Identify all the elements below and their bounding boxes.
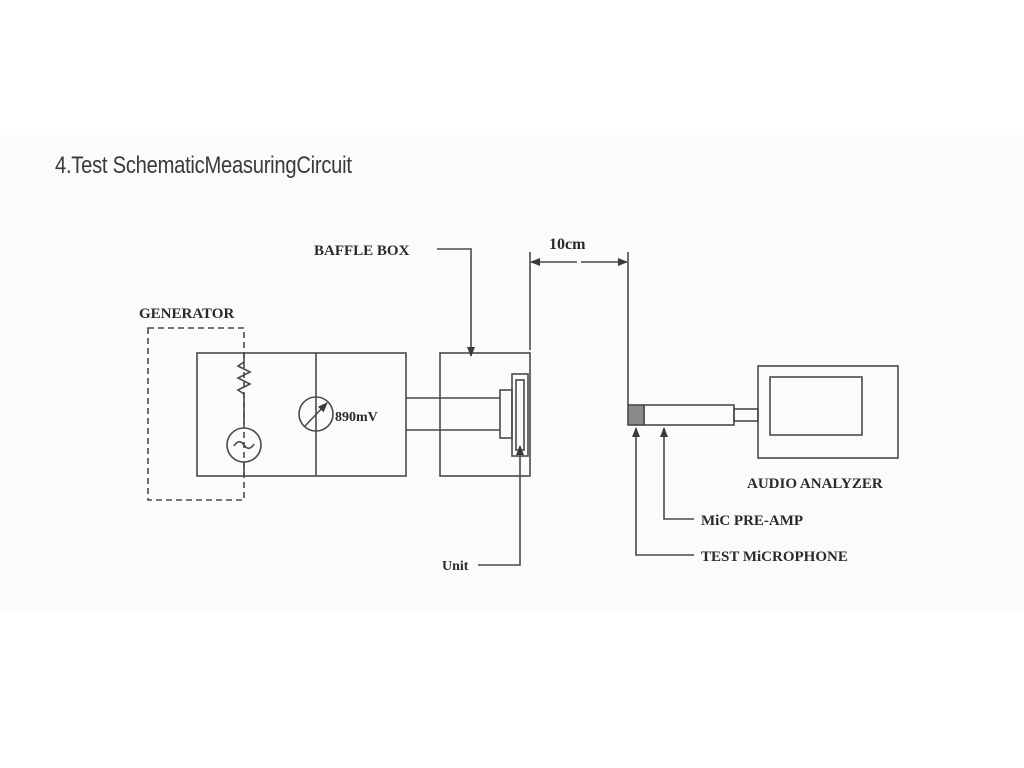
baffle-box-pointer [437, 248, 475, 357]
test-microphone-pointer [632, 427, 694, 556]
voltmeter-needle [304, 402, 328, 427]
distance-label: 10cm [549, 236, 586, 253]
mic-preamp-body [643, 404, 735, 426]
speaker-cone [511, 373, 529, 457]
sine-wave-glyph [233, 440, 255, 450]
diagram-background [0, 135, 1024, 610]
audio-analyzer-label: AUDIO ANALYZER [747, 476, 883, 492]
test-microphone-capsule [627, 404, 645, 426]
speaker-magnet [499, 389, 513, 439]
unit-label: Unit [442, 559, 469, 574]
mic-preamp-label: MiC PRE-AMP [701, 513, 803, 529]
baffle-box [439, 352, 531, 477]
voltmeter-icon [298, 396, 334, 432]
generator-label: GENERATOR [139, 306, 234, 322]
page-title: 4.Test SchematicMeasuringCircuit [55, 152, 352, 179]
resistor-icon [236, 353, 252, 424]
voltage-label: 890mV [335, 410, 378, 425]
baffle-box-label: BAFFLE BOX [314, 243, 410, 259]
speaker-inner [515, 379, 525, 451]
unit-pointer [478, 445, 524, 566]
test-microphone-label: TEST MiCROPHONE [701, 549, 848, 565]
mic-preamp-pointer [660, 427, 694, 520]
audio-analyzer-screen [769, 376, 863, 436]
circuit-box [196, 352, 407, 477]
audio-analyzer [757, 365, 899, 459]
mic-preamp-connector [733, 408, 759, 422]
